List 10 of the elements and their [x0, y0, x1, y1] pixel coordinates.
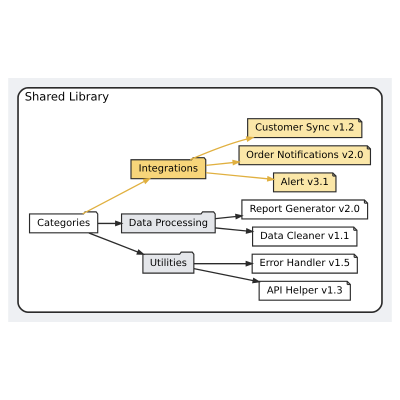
arrow	[98, 220, 124, 226]
arrow	[82, 178, 152, 214]
arrow	[88, 232, 146, 255]
arrow	[194, 260, 254, 267]
arrow	[206, 172, 276, 182]
arrow	[194, 268, 261, 284]
arrow	[190, 136, 255, 160]
arrow	[216, 227, 254, 234]
arrow	[216, 214, 244, 220]
arrow	[206, 160, 241, 166]
